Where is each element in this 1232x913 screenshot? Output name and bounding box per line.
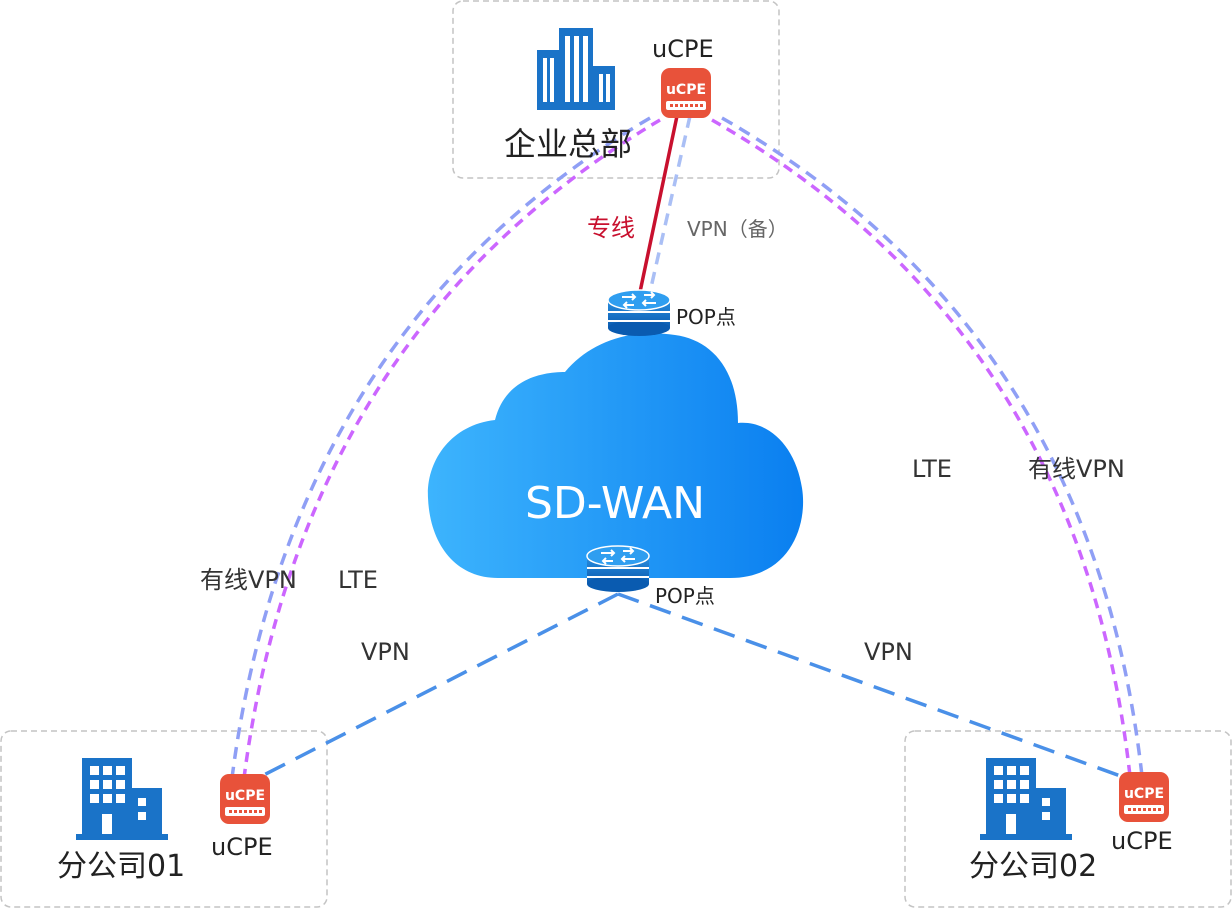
- branch02-building-icon: [980, 758, 1072, 840]
- cloud-label: SD-WAN: [525, 478, 705, 529]
- right-wired-vpn-link: [721, 116, 1144, 777]
- hq-building-icon: [537, 28, 615, 110]
- right-vpn-link: [617, 592, 1127, 780]
- left-lte-link: [242, 118, 661, 779]
- branch01-ucpe-device-text: uCPE: [225, 788, 265, 804]
- pop-bottom-icon: [586, 545, 650, 593]
- leased-line-label: 专线: [587, 214, 635, 242]
- leased-line-link: [638, 115, 679, 293]
- branch02-box: [904, 730, 1232, 908]
- right-lte-label: LTE: [912, 455, 952, 483]
- hq-label: 企业总部: [504, 125, 632, 163]
- hq-ucpe-label: uCPE: [652, 35, 714, 63]
- pop-top-label: POP点: [676, 305, 736, 329]
- branch02-label: 分公司02: [969, 849, 1097, 884]
- branch01-ucpe-label: uCPE: [211, 833, 273, 861]
- sdwan-cloud: [427, 333, 804, 578]
- branch01-label: 分公司01: [57, 849, 185, 884]
- vpn-backup-link: [648, 115, 692, 293]
- left-lte-label: LTE: [338, 566, 378, 594]
- left-wired-vpn-link: [230, 116, 651, 779]
- right-vpn-label: VPN: [864, 638, 913, 666]
- right-lte-link: [711, 118, 1132, 777]
- pop-bottom-label: POP点: [655, 584, 715, 608]
- branch01-building-icon: [76, 758, 168, 840]
- right-wired-vpn-label: 有线VPN: [1028, 455, 1125, 483]
- pop-top-icon: [607, 289, 671, 337]
- left-vpn-link: [257, 592, 619, 780]
- branch02-ucpe-label: uCPE: [1111, 827, 1173, 855]
- branch02-ucpe-device-text: uCPE: [1124, 786, 1164, 802]
- left-wired-vpn-label: 有线VPN: [200, 566, 297, 594]
- left-vpn-label: VPN: [361, 638, 410, 666]
- vpn-backup-label: VPN（备）: [687, 217, 788, 241]
- hq-box: [452, 0, 780, 179]
- hq-ucpe-device-text: uCPE: [666, 82, 706, 98]
- branch01-box: [0, 730, 328, 908]
